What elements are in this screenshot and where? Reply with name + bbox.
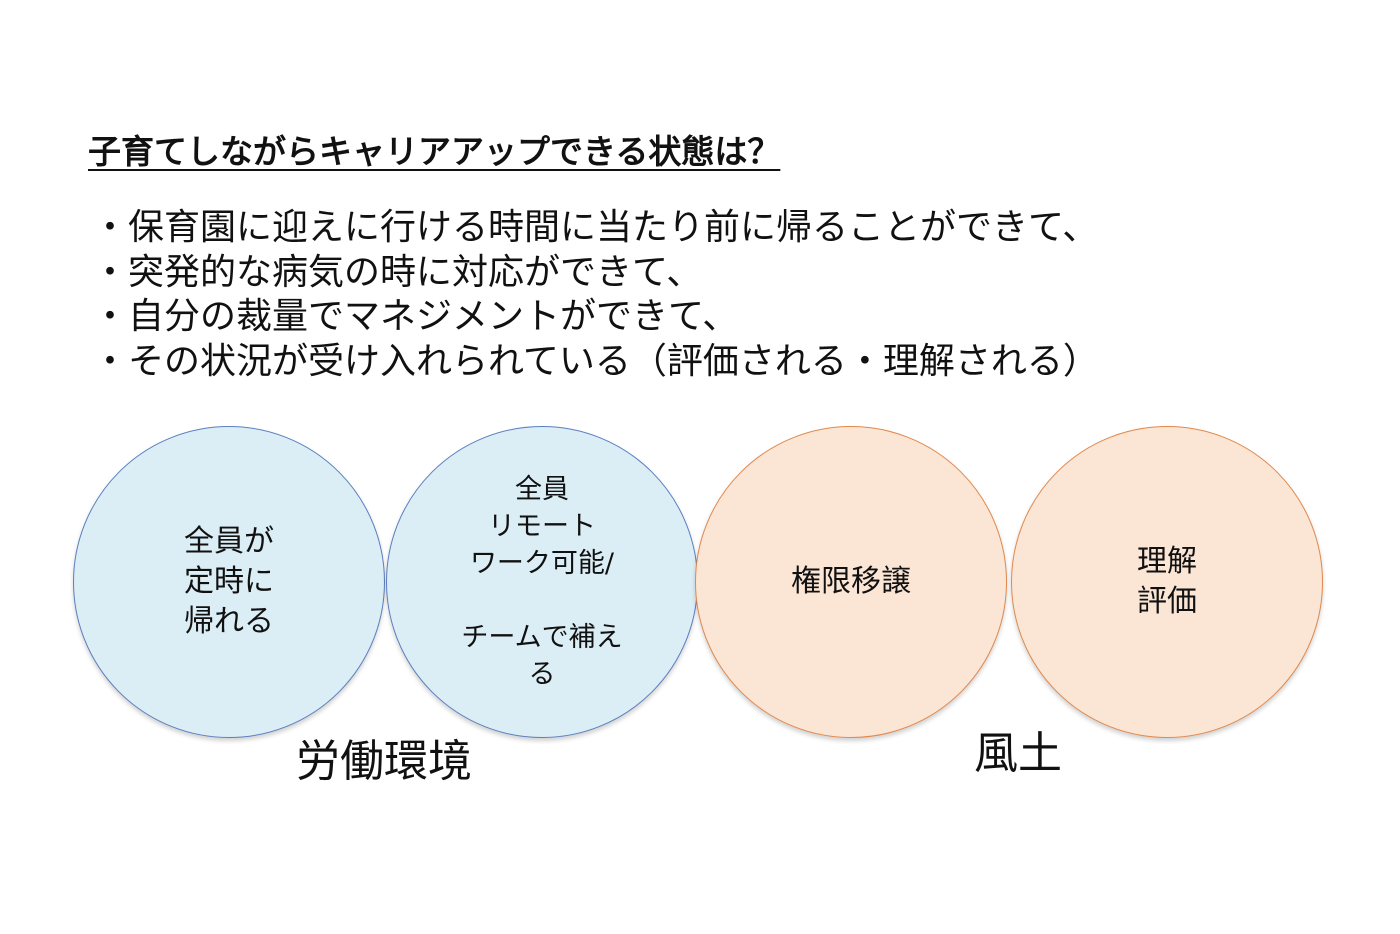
circle-understanding-evaluation: 理解 評価: [1011, 426, 1323, 738]
circle-leave-on-time: 全員が 定時に 帰れる: [73, 426, 385, 738]
condition-list: ・保育園に迎えに行ける時間に当たり前に帰ることができて、 ・突発的な病気の時に対…: [92, 206, 1099, 384]
condition-item-sickness: ・突発的な病気の時に対応ができて、: [92, 251, 703, 293]
circle-leave-on-time-label: 全員が 定時に 帰れる: [184, 524, 274, 639]
circle-understanding-evaluation-label: 理解 評価: [1137, 544, 1197, 619]
slide-heading: 子育てしながらキャリアアップできる状態は？: [88, 132, 781, 171]
condition-item-acceptance: ・その状況が受け入れられている（評価される・理解される）: [92, 340, 1099, 382]
condition-item-pickup: ・保育園に迎えに行ける時間に当たり前に帰ることができて、: [92, 207, 1099, 248]
circle-delegation: 権限移譲: [695, 426, 1007, 738]
group-label-work-environment: 労働環境: [296, 736, 472, 787]
group-label-culture: 風土: [974, 728, 1062, 779]
circle-remote-work: 全員 リモート ワーク可能/ チームで補え る: [386, 426, 698, 738]
circle-remote-work-label: 全員 リモート ワーク可能/ チームで補え る: [461, 474, 623, 690]
condition-item-management: ・自分の裁量でマネジメントができて、: [92, 296, 739, 337]
circle-delegation-label: 権限移譲: [791, 564, 911, 599]
